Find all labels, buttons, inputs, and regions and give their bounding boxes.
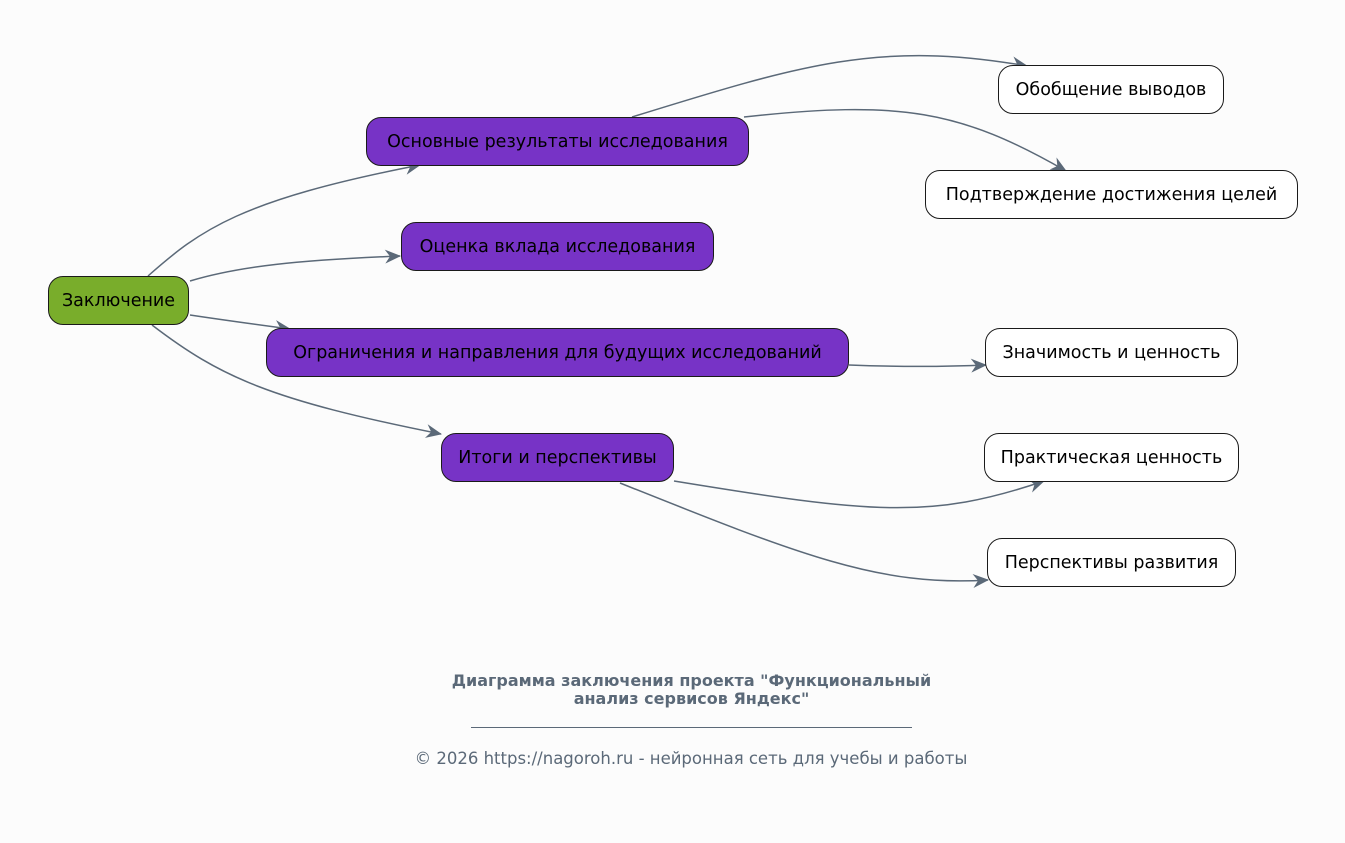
node-development-label: Перспективы развития [1004, 552, 1219, 573]
edge-main-results-goals [743, 108, 1067, 172]
node-root[interactable]: Заключение [48, 276, 189, 325]
caption-title-line1: Диаграмма заключения проекта "Функционал… [451, 671, 932, 690]
node-significance[interactable]: Значимость и ценность [985, 328, 1238, 377]
node-significance-label: Значимость и ценность [1002, 342, 1221, 363]
edge-outcomes-development [619, 482, 989, 588]
node-development[interactable]: Перспективы развития [987, 538, 1236, 587]
node-limitations-label: Ограничения и направления для будущих ис… [293, 342, 822, 363]
node-practical-value-label: Практическая ценность [1000, 447, 1223, 468]
edge-root-limitations [189, 314, 291, 334]
node-generalization-label: Обобщение выводов [1015, 79, 1207, 100]
node-outcomes[interactable]: Итоги и перспективы [441, 433, 674, 482]
node-goals-confirmed[interactable]: Подтверждение достижения целей [925, 170, 1298, 219]
node-generalization[interactable]: Обобщение выводов [998, 65, 1224, 114]
caption-divider [471, 727, 912, 728]
edge-root-outcomes [151, 324, 442, 438]
node-main-results-label: Основные результаты исследования [387, 131, 728, 152]
node-contribution-label: Оценка вклада исследования [419, 236, 696, 257]
node-limitations[interactable]: Ограничения и направления для будущих ис… [266, 328, 849, 377]
node-root-label: Заключение [61, 290, 176, 311]
edge-root-contribution [189, 249, 401, 282]
edge-main-results-generalization [631, 54, 1028, 118]
node-contribution[interactable]: Оценка вклада исследования [401, 222, 714, 271]
edge-limitations-significance [848, 358, 987, 373]
node-main-results[interactable]: Основные результаты исследования [366, 117, 749, 166]
caption-footer: © 2026 https://nagoroh.ru - нейронная се… [414, 749, 968, 768]
caption-title-line2: анализ сервисов Яндекс" [573, 689, 810, 708]
edge-root-main-results [147, 160, 421, 277]
edge-outcomes-practical [673, 479, 1045, 509]
node-practical-value[interactable]: Практическая ценность [984, 433, 1239, 482]
node-goals-confirmed-label: Подтверждение достижения целей [945, 184, 1278, 205]
node-outcomes-label: Итоги и перспективы [458, 447, 657, 468]
